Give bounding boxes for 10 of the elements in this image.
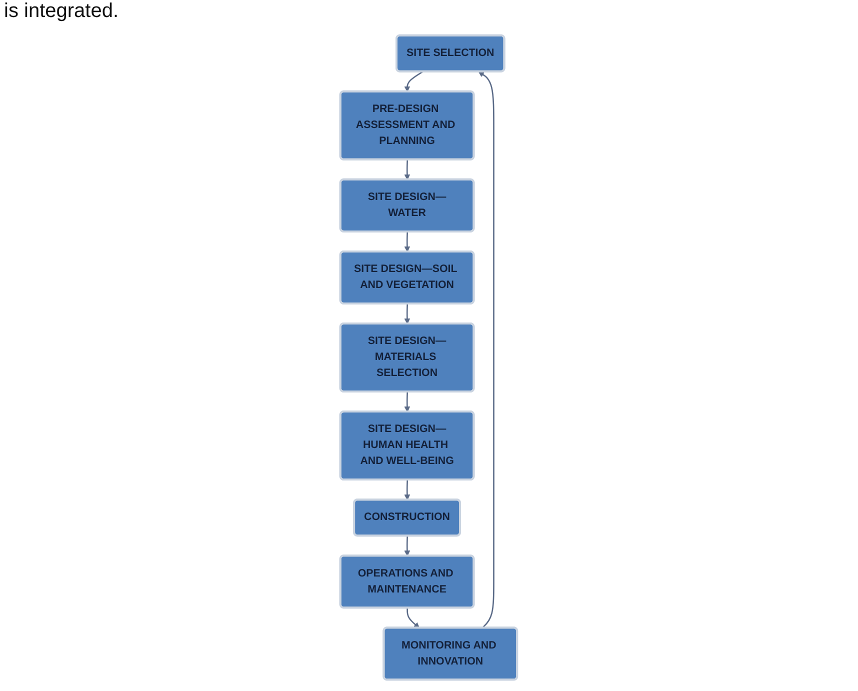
arrow bbox=[404, 232, 410, 252]
arrow bbox=[404, 536, 410, 556]
arrow bbox=[404, 71, 424, 92]
arrow bbox=[478, 71, 495, 628]
arrow bbox=[406, 608, 420, 628]
note-text: is integrated. bbox=[4, 0, 119, 23]
arrow bbox=[404, 480, 410, 500]
arrow bbox=[404, 392, 410, 412]
arrow bbox=[404, 304, 410, 324]
arrow bbox=[404, 160, 410, 180]
